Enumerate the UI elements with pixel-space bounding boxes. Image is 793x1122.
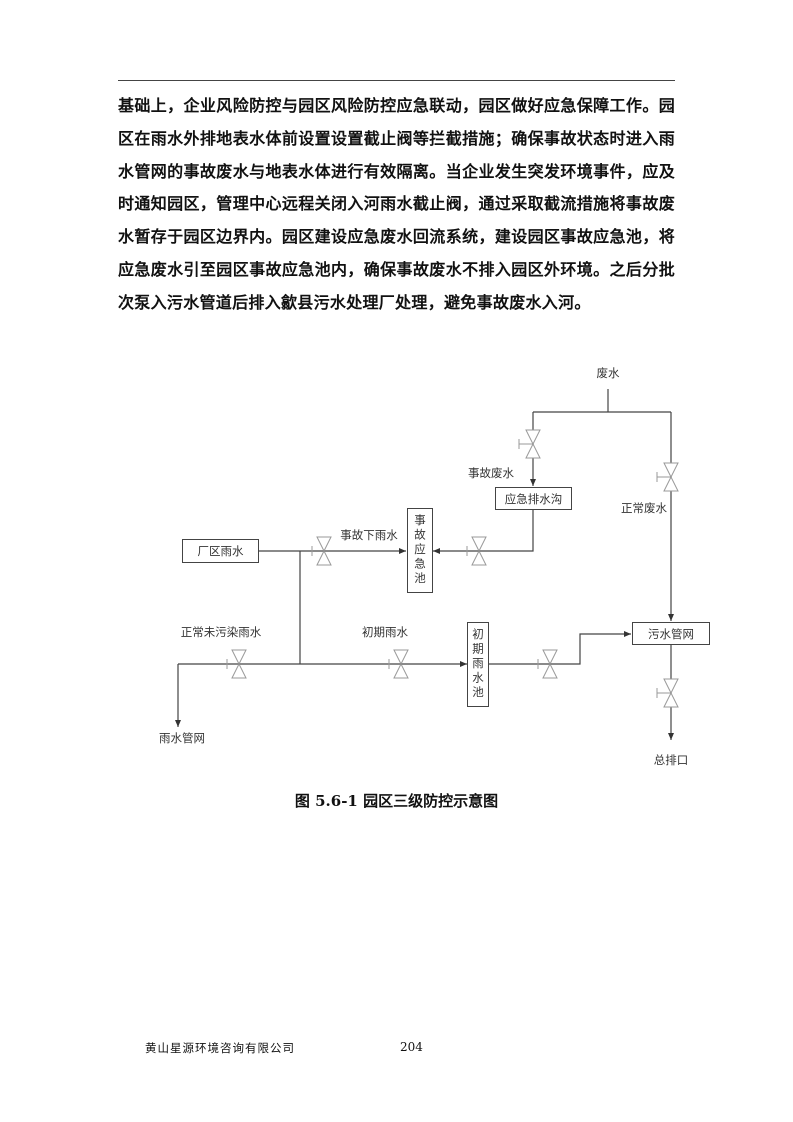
text-line: 次泵入污水管道后排入歙县污水处理厂处理，避免事故废水入河。 (118, 292, 591, 312)
header-rule (118, 80, 675, 81)
valve-icon (226, 649, 247, 679)
box-plant-rainwater: 厂区雨水 (182, 539, 259, 563)
valve-icon (311, 536, 332, 566)
label-accident-wastewater: 事故废水 (468, 466, 514, 480)
label-wastewater: 废水 (596, 366, 620, 380)
label-rain-network: 雨水管网 (159, 731, 205, 745)
footer-company: 黄山星源环境咨询有限公司 (145, 1041, 295, 1055)
pipe-initial-pool-to-sewage (488, 631, 631, 665)
label-initial-rainwater: 初期雨水 (362, 625, 408, 639)
box-initial-rain-pool: 初期雨水池 (467, 622, 489, 707)
text-line: 时通知园区，管理中心远程关闭入河雨水截止阀，通过采取截流措施将事故废 (118, 194, 675, 214)
text-line: 基础上，企业风险防控与园区风险防控应急联动，园区做好应急保障工作。园 (118, 96, 675, 115)
text-line: 水暂存于园区边界内。园区建设应急废水回流系统，建设园区事故应急池，将 (118, 227, 675, 247)
figure-caption: 图 5.6-1 园区三级防控示意图 (294, 792, 499, 810)
box-accident-pool: 事故应急池 (407, 508, 433, 593)
valve-icon (466, 536, 487, 566)
valve-icon (656, 462, 679, 492)
valve-icon (656, 678, 679, 708)
valve-icon (388, 649, 409, 679)
label-accident-rainwater: 事故下雨水 (340, 528, 398, 542)
valve-icon (518, 429, 541, 459)
text-line: 水管网的事故废水与地表水体进行有效隔离。当企业发生突发环境事件，应及 (118, 161, 675, 181)
text-line: 应急废水引至园区事故应急池内，确保事故废水不排入园区外环境。之后分批 (118, 259, 675, 279)
label-normal-wastewater: 正常废水 (621, 501, 667, 515)
pipe-ditch-to-pool (433, 509, 534, 554)
box-emergency-ditch: 应急排水沟 (495, 487, 572, 510)
label-normal-clean-rainwater: 正常未污染雨水 (180, 625, 262, 639)
valve-icon (537, 649, 558, 679)
body-paragraph: 基础上，企业风险防控与园区风险防控应急联动，园区做好应急保障工作。园 区在雨水外… (118, 90, 675, 320)
page-number: 204 (400, 1040, 423, 1054)
text-line: 区在雨水外排地表水体前设置设置截止阀等拦截措施；确保事故状态时进入雨 (118, 128, 675, 148)
box-sewage-network: 污水管网 (632, 622, 710, 645)
label-main-outlet: 总排口 (653, 753, 689, 767)
